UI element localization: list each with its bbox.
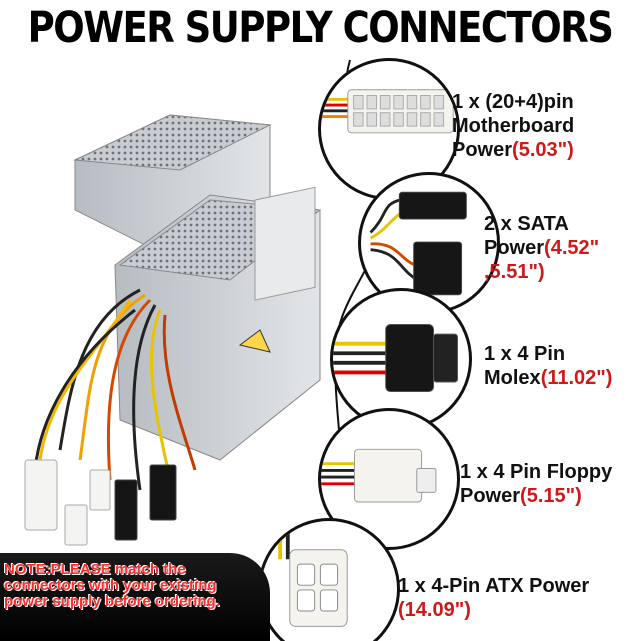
note-background [0, 553, 270, 641]
atx-4pin-connector-label: 1 x 4-Pin ATX Power (14.09") [398, 575, 590, 621]
molex-connector-thumbnail [330, 288, 472, 430]
molex-connector-label: 1 x 4 Pin Molex(11.02") [484, 343, 613, 389]
floppy-connector-label: 1 x 4 Pin Floppy Power(5.15") [460, 461, 613, 507]
sata-connector-label: 2 x SATA Power(4.52" ,5.51") [484, 213, 600, 283]
power-supply-image [20, 90, 340, 560]
atx-4pin-connector-thumbnail [258, 518, 400, 641]
page-title: POWER SUPPLY CONNECTORS [27, 2, 614, 53]
motherboard-connector-label: 1 x (20+4)pin Motherboard Power(5.03") [452, 91, 575, 161]
ordering-note: NOTE:PLEASE match the connectors with yo… [4, 561, 220, 610]
